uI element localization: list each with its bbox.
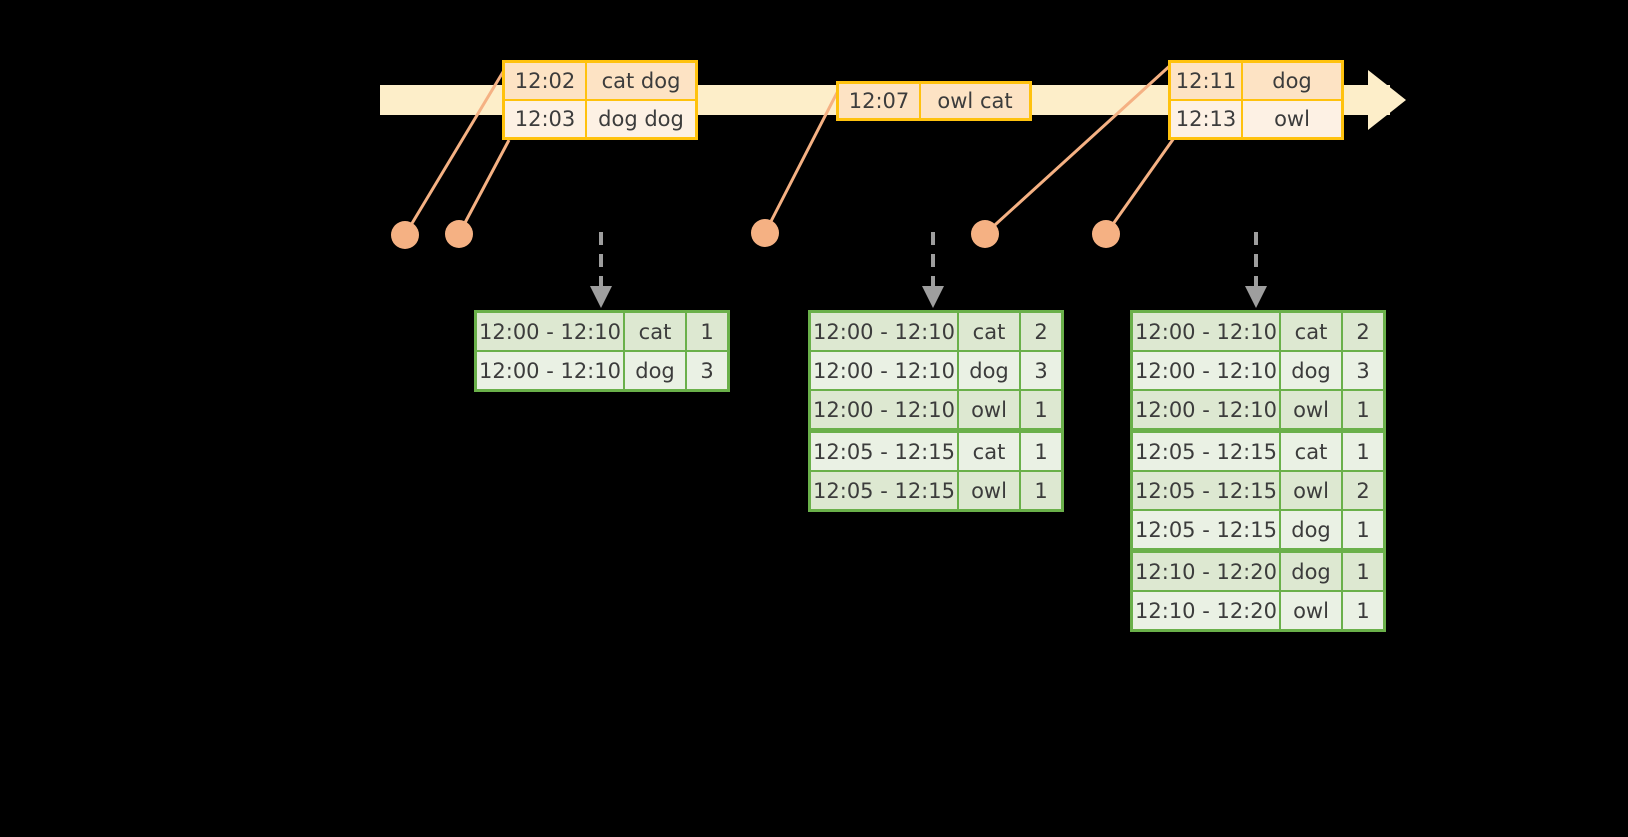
event-group-1: 12:02 cat dog 12:03 dog dog <box>502 60 698 140</box>
event-time: 12:13 <box>1171 101 1243 137</box>
cell-window: 12:00 - 12:10 <box>1133 313 1281 350</box>
dashed-arrow-to-table-3 <box>1245 232 1267 308</box>
dashed-arrow-to-table-2 <box>922 232 944 308</box>
cell-word: owl <box>1281 391 1343 428</box>
cell-word: dog <box>1281 352 1343 389</box>
cell-window: 12:00 - 12:10 <box>811 352 959 389</box>
cell-word: cat <box>625 313 687 350</box>
cell-word: owl <box>1281 592 1343 629</box>
cell-window: 12:00 - 12:10 <box>1133 391 1281 428</box>
cell-count: 1 <box>1343 391 1383 428</box>
connector-dot-12-13 <box>1092 220 1120 248</box>
connector-dot-12-03 <box>445 220 473 248</box>
cell-word: dog <box>625 352 687 389</box>
cell-window: 12:00 - 12:10 <box>811 391 959 428</box>
cell-count: 1 <box>1343 433 1383 470</box>
cell-word: owl <box>1281 472 1343 509</box>
cell-word: cat <box>1281 313 1343 350</box>
event-time: 12:03 <box>505 101 587 137</box>
cell-window: 12:05 - 12:15 <box>811 472 959 509</box>
cell-count: 3 <box>1021 352 1061 389</box>
event-value: owl cat <box>921 84 1029 118</box>
event-row: 12:07 owl cat <box>839 84 1029 118</box>
cell-word: dog <box>959 352 1021 389</box>
timeline-arrowhead-icon <box>1368 70 1406 130</box>
cell-word: owl <box>959 391 1021 428</box>
event-time: 12:02 <box>505 63 587 99</box>
cell-window: 12:05 - 12:15 <box>811 433 959 470</box>
cell-count: 2 <box>1343 313 1383 350</box>
cell-count: 1 <box>1343 511 1383 548</box>
cell-count: 1 <box>1021 433 1061 470</box>
connector-dot-12-02 <box>391 221 419 249</box>
event-row: 12:02 cat dog <box>505 63 695 99</box>
event-value: dog <box>1243 63 1341 99</box>
cell-word: owl <box>959 472 1021 509</box>
cell-count: 1 <box>1021 391 1061 428</box>
cell-word: cat <box>1281 433 1343 470</box>
cell-window: 12:00 - 12:10 <box>477 313 625 350</box>
cell-window: 12:00 - 12:10 <box>811 313 959 350</box>
cell-window: 12:05 - 12:15 <box>1133 433 1281 470</box>
cell-count: 3 <box>1343 352 1383 389</box>
cell-count: 1 <box>687 313 727 350</box>
event-value: owl <box>1243 101 1341 137</box>
cell-count: 1 <box>1021 472 1061 509</box>
event-group-3: 12:11 dog 12:13 owl <box>1168 60 1344 140</box>
cell-window: 12:10 - 12:20 <box>1133 592 1281 629</box>
cell-window: 12:05 - 12:15 <box>1133 472 1281 509</box>
cell-count: 1 <box>1343 553 1383 590</box>
cell-window: 12:00 - 12:10 <box>1133 352 1281 389</box>
event-row: 12:11 dog <box>1171 63 1341 99</box>
cell-word: dog <box>1281 553 1343 590</box>
cell-window: 12:10 - 12:20 <box>1133 553 1281 590</box>
event-value: dog dog <box>587 101 695 137</box>
cell-window: 12:00 - 12:10 <box>477 352 625 389</box>
cell-count: 3 <box>687 352 727 389</box>
event-group-2: 12:07 owl cat <box>836 81 1032 121</box>
event-row: 12:13 owl <box>1171 99 1341 137</box>
cell-count: 2 <box>1343 472 1383 509</box>
cell-word: cat <box>959 433 1021 470</box>
cell-word: dog <box>1281 511 1343 548</box>
event-time: 12:11 <box>1171 63 1243 99</box>
cell-window: 12:05 - 12:15 <box>1133 511 1281 548</box>
event-time: 12:07 <box>839 84 921 118</box>
event-row: 12:03 dog dog <box>505 99 695 137</box>
event-value: cat dog <box>587 63 695 99</box>
connector-dot-12-11 <box>971 220 999 248</box>
cell-count: 2 <box>1021 313 1061 350</box>
cell-count: 1 <box>1343 592 1383 629</box>
dashed-arrow-to-table-1 <box>590 232 612 308</box>
cell-word: cat <box>959 313 1021 350</box>
connector-dot-12-07 <box>751 219 779 247</box>
